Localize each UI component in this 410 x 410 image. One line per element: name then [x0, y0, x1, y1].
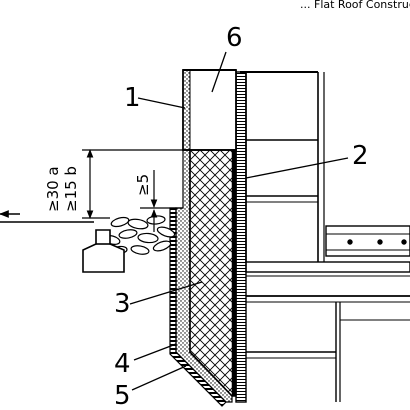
facade-panel: [182, 69, 237, 151]
dimension-height-b: ≥15 b: [62, 166, 80, 212]
callout-1: 1: [124, 83, 141, 113]
gravel-bed: [103, 215, 176, 255]
waterproofing-membrane: [231, 149, 237, 397]
dimension-min5: ≥5: [134, 174, 152, 196]
dimension-height-a: ≥30 a: [44, 166, 62, 212]
callout-4: 4: [114, 349, 131, 379]
callout-5: 5: [114, 381, 131, 410]
dimension-lines: [82, 149, 236, 232]
drainage-channel: [82, 229, 125, 273]
building-structure: [235, 71, 410, 403]
callout-3: 3: [114, 289, 131, 319]
callout-2: 2: [352, 141, 369, 171]
header-fragment: ... Flat Roof Construction: [300, 0, 410, 11]
leader-lines: [129, 51, 349, 391]
callout-6: 6: [226, 23, 243, 53]
